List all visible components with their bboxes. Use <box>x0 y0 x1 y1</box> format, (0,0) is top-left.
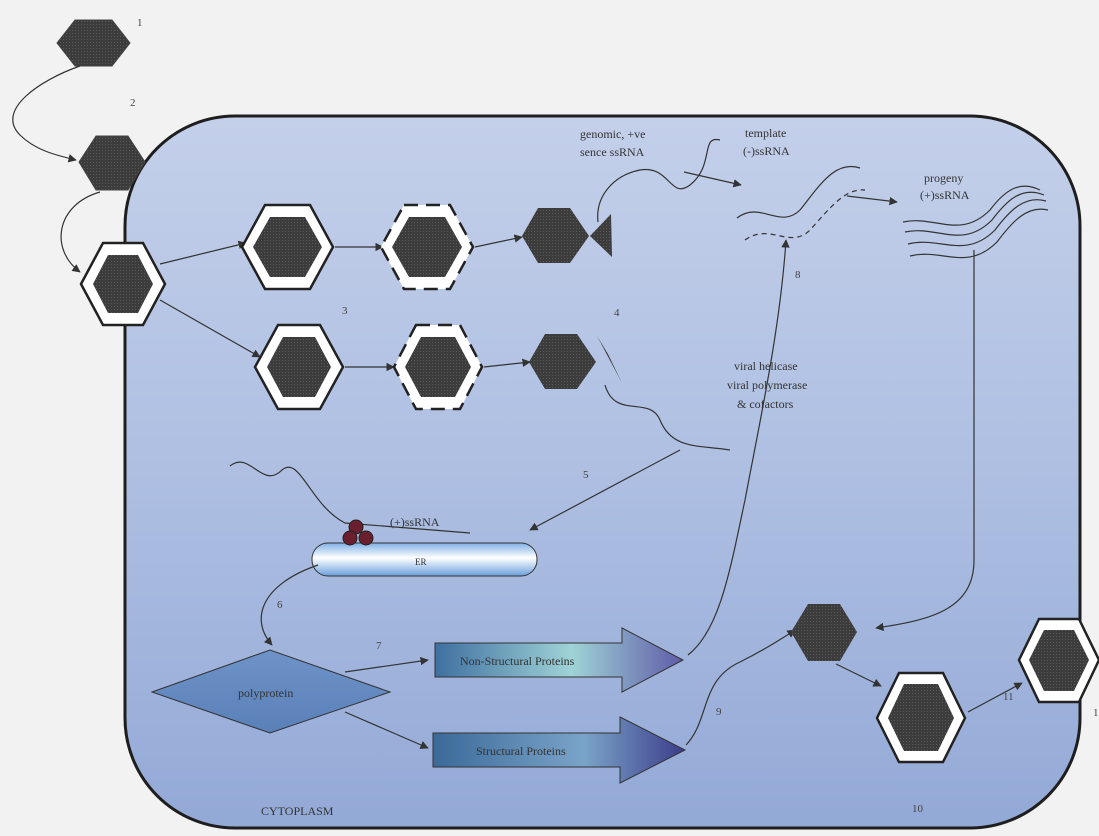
virion-icon <box>93 255 153 313</box>
step-6-label: 6 <box>277 599 283 611</box>
released-rna-strand <box>604 384 731 451</box>
er-label: ER <box>415 557 427 567</box>
opened-capsid-icon <box>529 334 596 389</box>
arrow-to-template <box>683 171 742 188</box>
progeny-rna-label: progeny <box>924 171 963 185</box>
capsid-flap-icon <box>590 214 612 257</box>
arrow-lower-1 <box>159 299 261 358</box>
step-8-label: 8 <box>795 269 801 281</box>
internalisation-arrow <box>60 191 101 273</box>
arrow-to-polyprotein <box>260 564 319 646</box>
nonstructural-proteins-arrow <box>434 627 685 693</box>
step-3-label: 3 <box>342 305 348 317</box>
arrow-to-nonstructural <box>344 656 429 673</box>
virion-icon <box>405 337 471 397</box>
arrow-enzymes-to-template <box>687 239 790 656</box>
virion-icon <box>1029 630 1089 691</box>
progeny-rna-strand <box>902 185 1041 226</box>
genomic-rna-strand <box>597 138 721 223</box>
arrow-progeny-to-assembly <box>875 250 975 632</box>
arrow-to-er <box>529 449 681 531</box>
arrow-to-structural <box>344 711 429 749</box>
cytoplasm-label: CYTOPLASM <box>261 804 334 818</box>
arrow-lower-3 <box>483 358 531 368</box>
step-10-label: 10 <box>912 803 924 815</box>
virion-icon <box>267 337 331 397</box>
plus-ssrna-label: (+)ssRNA <box>390 515 440 529</box>
capsid-flap-icon <box>597 336 622 383</box>
template-negative-strand <box>744 189 866 241</box>
virion-icon <box>78 135 146 191</box>
genomic-rna-label: sence ssRNA <box>580 145 645 159</box>
genomic-rna-label: genomic, +ve <box>580 127 645 141</box>
arrow-to-progeny <box>846 195 898 206</box>
virion-icon <box>888 684 954 751</box>
polyprotein-label: polyprotein <box>238 686 293 700</box>
step-9-label: 9 <box>716 706 722 718</box>
step-4-label: 4 <box>614 307 620 319</box>
polyprotein-diamond <box>150 649 392 734</box>
arrow-upper-1 <box>159 240 247 265</box>
progeny-rna-strand <box>907 199 1047 247</box>
mrna-strand <box>229 461 471 534</box>
enzymes-label: viral polymerase <box>727 378 807 392</box>
ribosome-icon <box>358 530 374 546</box>
step-7-label: 7 <box>376 640 382 652</box>
arrow-to-enveloped <box>835 663 882 687</box>
endoplasmic-reticulum <box>311 542 538 577</box>
virion-icon <box>56 19 131 67</box>
virion-icon <box>392 217 462 277</box>
structural-proteins-label: Structural Proteins <box>476 744 566 758</box>
ribosome-icon <box>342 530 358 546</box>
progeny-rna-label: (+)ssRNA <box>920 188 970 202</box>
enzymes-label: & cofactors <box>737 397 794 411</box>
arrow-structural-to-assembly <box>685 629 796 746</box>
template-positive-strand <box>736 165 861 219</box>
arrow-to-release <box>967 682 1023 713</box>
enzymes-label: viral helicase <box>734 359 798 373</box>
opened-capsid-icon <box>522 208 589 263</box>
step-1-label: 1 <box>137 17 143 29</box>
structural-proteins-arrow <box>432 716 687 784</box>
assembled-capsid-icon <box>791 604 857 661</box>
step-12-label: 1 <box>1093 707 1099 719</box>
template-rna-label: (-)ssRNA <box>743 144 790 158</box>
entry-arrow <box>12 65 81 163</box>
virion-icon <box>253 217 322 277</box>
progeny-rna-strand <box>909 208 1049 259</box>
template-rna-label: template <box>745 126 786 140</box>
arrow-upper-3 <box>474 234 523 248</box>
step-11-label: 11 <box>1003 691 1014 703</box>
progeny-rna-strand <box>904 191 1045 236</box>
nonstructural-proteins-label: Non-Structural Proteins <box>460 654 575 668</box>
step-2-label: 2 <box>130 97 136 109</box>
step-5-label: 5 <box>583 469 589 481</box>
